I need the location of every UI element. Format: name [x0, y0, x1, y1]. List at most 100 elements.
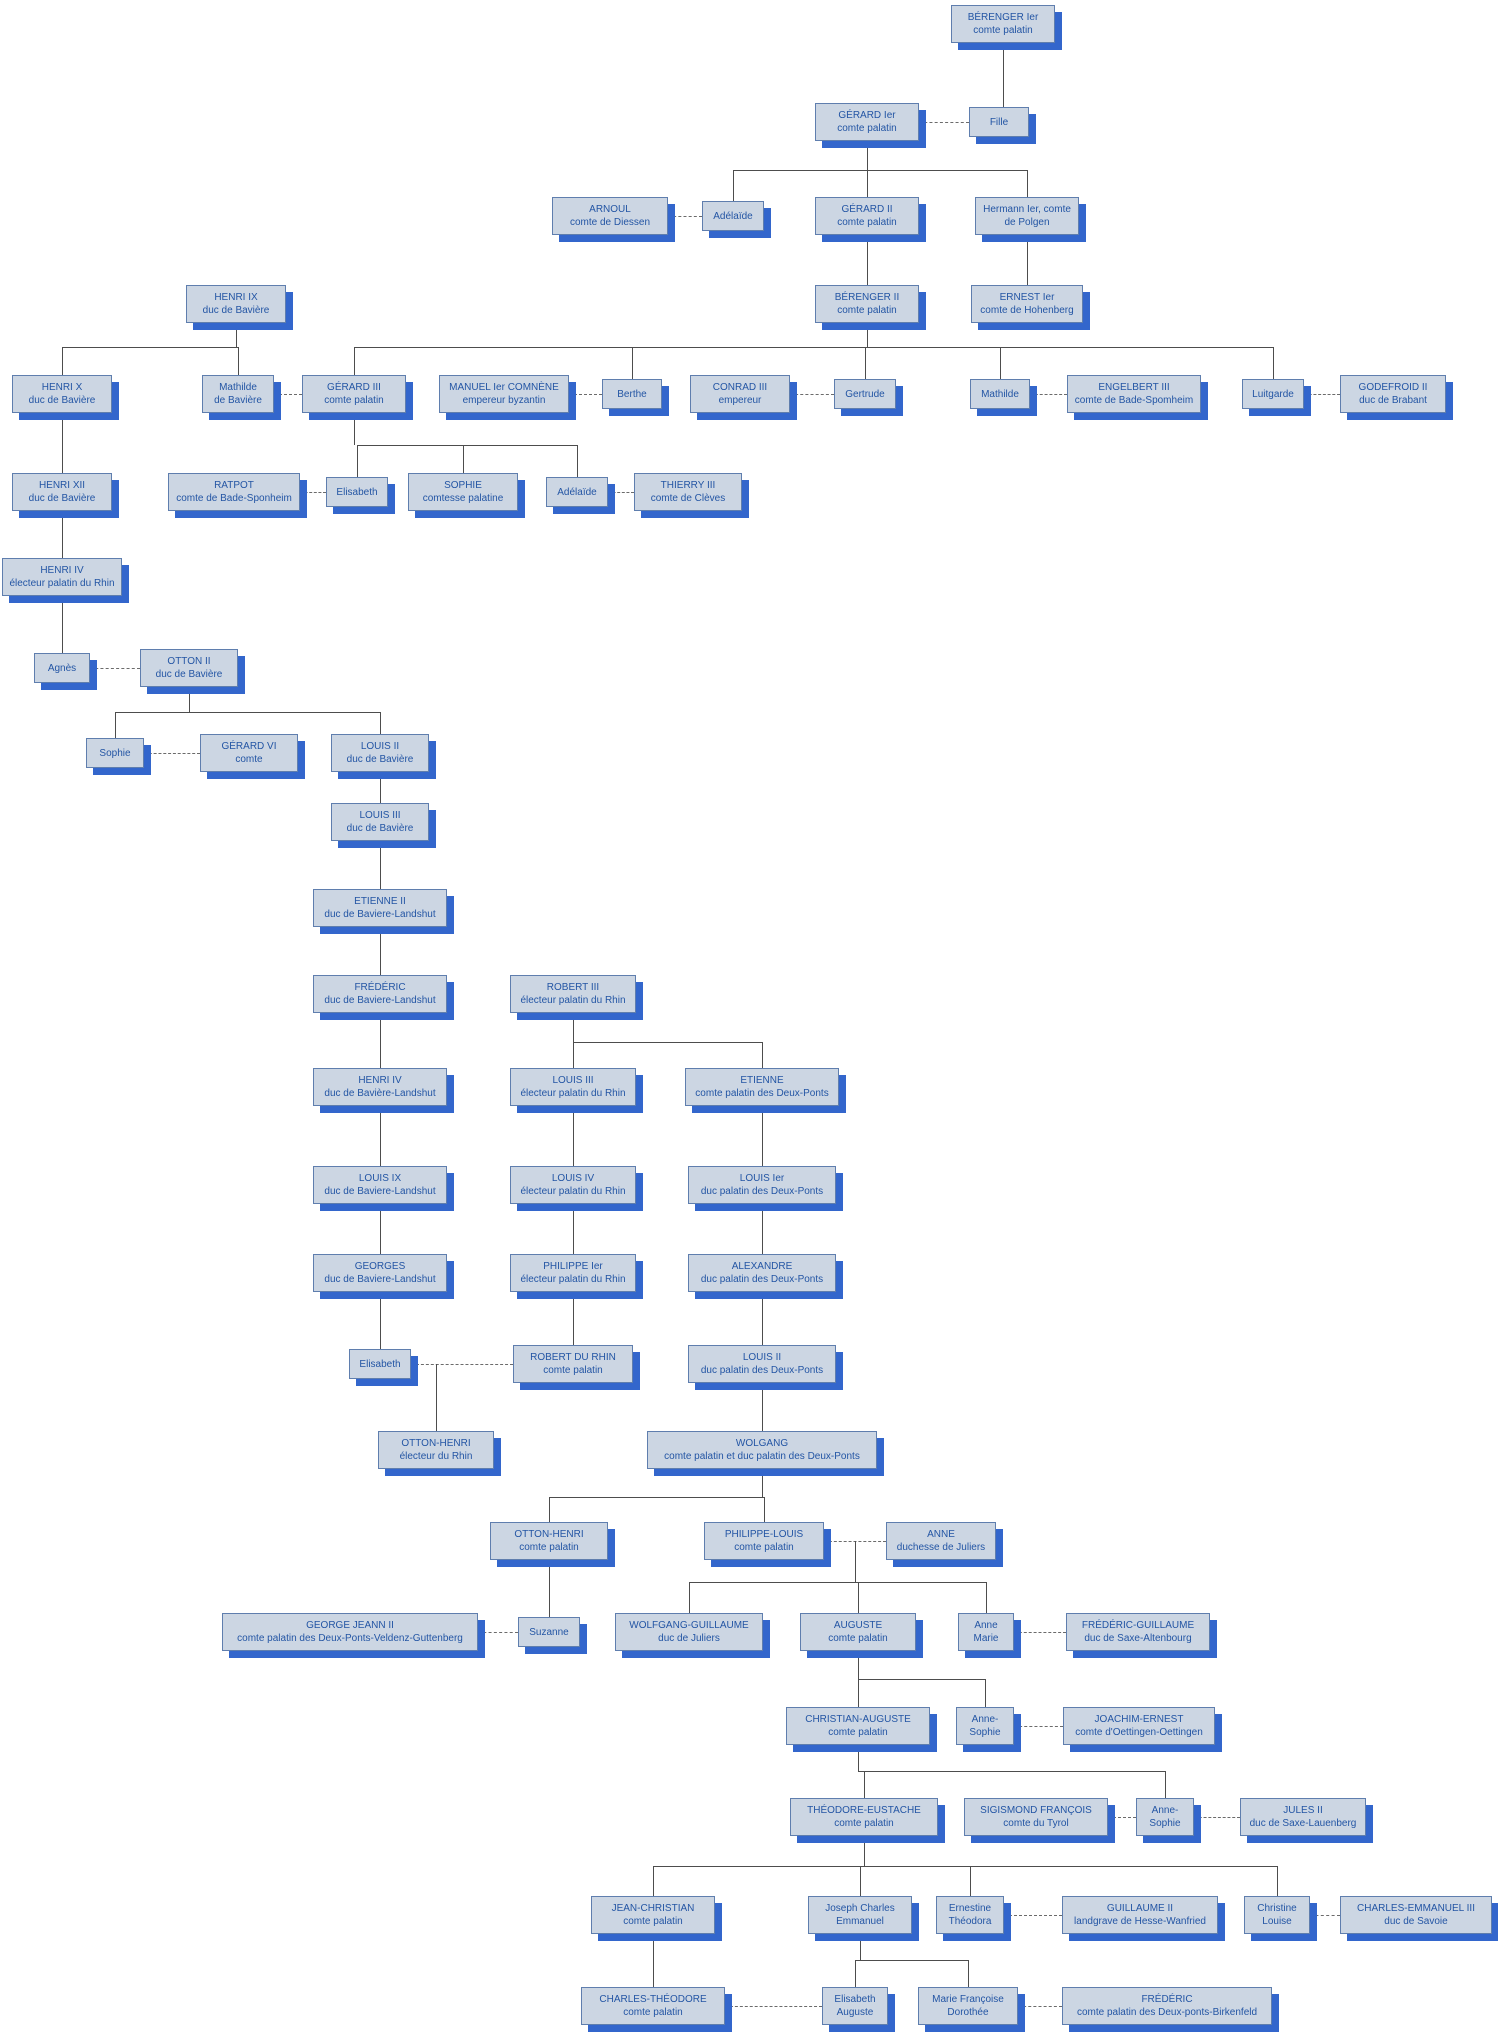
person-name: Mathilde	[981, 388, 1019, 400]
person-title: comte de Bade-Sponheim	[176, 493, 292, 504]
person-name: ANNE	[927, 1529, 955, 1540]
descent-line	[573, 1106, 574, 1166]
descent-line	[653, 1934, 654, 1987]
descent-line	[577, 445, 578, 477]
person-name: LOUIS Ier	[739, 1173, 785, 1184]
person-title: duc palatin des Deux-Ponts	[700, 1186, 824, 1197]
node-luitgarde: Luitgarde	[1242, 379, 1304, 409]
marriage-line	[300, 492, 326, 493]
person-name: Anne-	[1151, 1805, 1179, 1816]
descent-line	[463, 445, 464, 473]
person-title: Emmanuel	[836, 1916, 884, 1927]
descent-line	[762, 1469, 763, 1497]
person-name: Berthe	[617, 388, 647, 400]
person-name: HENRI IX	[214, 292, 258, 303]
marriage-line	[919, 122, 969, 123]
person-name: HENRI X	[41, 382, 83, 393]
person-title: comte du Tyrol	[1003, 1818, 1069, 1829]
person-name: Sophie	[99, 747, 131, 759]
descent-line	[762, 1292, 763, 1345]
descent-line	[860, 1866, 861, 1896]
person-name: Christine	[1257, 1903, 1297, 1914]
person-name: FRÉDÉRIC-GUILLAUME	[1081, 1620, 1195, 1631]
person-name: THÉODORE-EUSTACHE	[807, 1805, 921, 1816]
person-title: comte palatin	[623, 2007, 683, 2018]
marriage-line	[1310, 1915, 1340, 1916]
person-name: RATPOT	[214, 480, 254, 491]
person-name: GÉRARD Ier	[838, 110, 896, 121]
marriage-line	[1304, 394, 1340, 395]
person-title: comte de Diessen	[569, 217, 651, 228]
person-title: duc de Saxe-Lauenberg	[1249, 1818, 1357, 1829]
person-name: CHARLES-EMMANUEL III	[1357, 1903, 1475, 1914]
person-title: comte palatin	[519, 1542, 579, 1553]
person-name: BÉRENGER Ier	[967, 12, 1039, 23]
person-name: PHILIPPE-LOUIS	[724, 1529, 804, 1540]
marriage-line	[608, 492, 634, 493]
person-title: duchesse de Juliers	[896, 1542, 986, 1553]
person-title: Auguste	[836, 2007, 874, 2018]
descent-line	[380, 1204, 381, 1254]
person-title: Théodora	[948, 1916, 992, 1927]
descent-line	[855, 1960, 856, 1987]
person-title: Louise	[1262, 1916, 1292, 1927]
descent-line	[632, 347, 633, 379]
person-title: Dorothée	[947, 2007, 989, 2018]
person-title: comte palatin	[324, 395, 384, 406]
person-name: Fille	[989, 116, 1009, 128]
person-name: Marie Françoise	[932, 1994, 1004, 2005]
person-title: Marie	[973, 1633, 999, 1644]
person-title: Sophie	[969, 1727, 1001, 1738]
descent-line	[62, 596, 63, 653]
person-name: OTTON II	[167, 656, 211, 667]
person-title: comtesse palatine	[422, 493, 504, 504]
node-adelaide-2: Adélaïde	[546, 477, 608, 507]
descent-line	[855, 1960, 968, 1961]
marriage-line	[725, 2006, 822, 2007]
descent-line	[860, 1934, 861, 1960]
person-name: ROBERT DU RHIN	[530, 1352, 616, 1363]
person-name: HENRI XII	[38, 480, 86, 491]
person-name: FRÉDÉRIC	[354, 982, 406, 993]
person-name: ENGELBERT III	[1098, 382, 1170, 393]
marriage-line	[1030, 394, 1067, 395]
descent-line	[985, 1679, 986, 1707]
node-elisabeth-1: Elisabeth	[326, 477, 388, 507]
descent-line	[733, 170, 734, 201]
person-name: Adélaïde	[557, 486, 597, 498]
person-title: comte d'Oettingen-Oettingen	[1075, 1727, 1203, 1738]
person-name: LOUIS II	[360, 741, 400, 752]
descent-line	[380, 841, 381, 889]
descent-line	[858, 1582, 859, 1613]
person-title: électeur du Rhin	[399, 1451, 473, 1462]
descent-line	[858, 1679, 985, 1680]
person-name: SOPHIE	[444, 480, 482, 491]
descent-line	[380, 927, 381, 975]
descent-line	[689, 1582, 690, 1613]
marriage-line	[478, 1632, 518, 1633]
node-sophie-comtesse: SOPHIE comtesse palatine	[408, 473, 518, 511]
descent-line	[573, 1042, 762, 1043]
marriage-line	[1014, 1632, 1066, 1633]
node-elisabeth-2: Elisabeth	[349, 1349, 411, 1379]
person-name: CHRISTIAN-AUGUSTE	[805, 1714, 911, 1725]
person-title: comte palatin	[834, 1818, 894, 1829]
person-title: duc de Brabant	[1359, 395, 1427, 406]
node-berthe: Berthe	[602, 379, 662, 409]
descent-line	[549, 1560, 550, 1617]
descent-line	[549, 1497, 550, 1522]
marriage-line	[274, 394, 302, 395]
descent-line	[858, 1651, 859, 1679]
